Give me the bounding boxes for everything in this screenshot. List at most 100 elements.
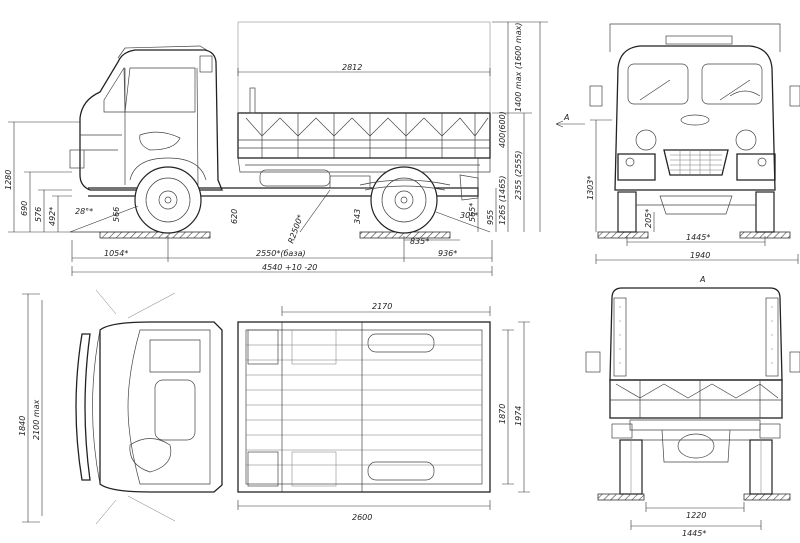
- ground-hatch-rear-left: [597, 493, 645, 501]
- ground-hatch-front: [99, 231, 211, 239]
- front-mirror-left: [589, 85, 603, 107]
- dim-text-343: 343: [353, 209, 362, 224]
- front-steering: [729, 90, 761, 97]
- top-bed-inner: [245, 329, 483, 485]
- top-wheel-arch-right: [367, 461, 435, 481]
- hood-line: [80, 134, 122, 151]
- top-bed-planks: [246, 344, 482, 466]
- dim-4540: [71, 266, 493, 276]
- front-wheel: [129, 157, 207, 234]
- bed-front-post: [249, 87, 256, 114]
- top-bed-outline: [237, 321, 491, 493]
- departure-angle-line: [435, 211, 491, 233]
- front-cab-outline: [614, 45, 776, 191]
- dim-text-690: 690: [20, 201, 29, 216]
- dim-front-1303: [590, 119, 612, 232]
- view-arrow-label: A: [563, 113, 569, 122]
- cab-door-detail: [139, 131, 181, 151]
- dim-text-2100: 2100 max: [32, 399, 41, 440]
- top-bed-cross: [281, 322, 363, 492]
- fuel-tank: [259, 169, 331, 187]
- rear-tent-post-left: [613, 297, 627, 377]
- fog-light-left: [625, 157, 635, 167]
- dim-text-1054: 1054*: [104, 249, 128, 258]
- front-tent: [609, 23, 781, 52]
- dim-vert-right: [477, 21, 548, 232]
- dim-text-1220: 1220: [686, 511, 706, 520]
- dim-text-1445-rear: 1445*: [682, 529, 706, 538]
- front-wipers: [639, 79, 751, 101]
- roof-rack: [665, 35, 733, 45]
- side-view: A 2812 1054* 2550*(база) 936* 4540 +10 -…: [4, 21, 585, 276]
- rear-tailgate-ropes: [610, 380, 782, 418]
- top-cab-roof: [127, 329, 211, 485]
- bed-tent-ropes: [245, 117, 489, 137]
- dim-2812: [237, 68, 491, 76]
- top-wheel-arch-left: [367, 333, 435, 353]
- dim-rear-1220: [645, 502, 745, 512]
- dim-text-566: 566: [112, 207, 121, 222]
- dim-text-2812: 2812: [342, 63, 362, 72]
- front-bumper: [69, 149, 85, 169]
- dim-top-1974: [518, 321, 530, 493]
- dim-top-2600: [237, 500, 491, 510]
- dim-front-1445: [626, 236, 766, 246]
- rear-mirror-right: [789, 351, 800, 373]
- top-bench-right: [291, 451, 337, 487]
- dim-text-28: 28°*: [75, 207, 93, 216]
- dim-text-620: 620: [230, 209, 239, 224]
- dim-text-1400: 1400 max (1600 max): [514, 23, 523, 112]
- rear-view-label: A: [699, 275, 705, 284]
- dim-text-1303: 1303*: [586, 176, 595, 200]
- dim-text-400: 400(600): [498, 111, 507, 148]
- dim-vert-left: [8, 121, 100, 233]
- dim-text-2355: 2355 (2555): [514, 150, 523, 200]
- front-view: 1303* 205* 1445* 1940: [586, 23, 800, 264]
- front-grille: [663, 149, 729, 176]
- rear-light-right: [759, 423, 781, 439]
- cab-window: [124, 67, 196, 113]
- dim-text-835: 835*: [410, 237, 429, 246]
- dim-text-1840: 1840: [18, 416, 27, 436]
- rear-light-left: [611, 423, 633, 439]
- rear-spring: [359, 179, 451, 191]
- cab-door: [124, 67, 199, 186]
- rear-axle-assembly: [629, 419, 761, 463]
- rear-tent-post-right: [765, 297, 779, 377]
- rear-tent-post-dots: [619, 306, 773, 364]
- top-toolbox-left: [247, 329, 279, 365]
- cab-roof: [117, 45, 211, 59]
- top-toolbox-right: [247, 451, 279, 487]
- fog-light-right: [757, 157, 767, 167]
- top-mirror-lines: [95, 289, 176, 525]
- dim-text-4540: 4540 +10 -20: [262, 263, 317, 272]
- dim-text-1445-front: 1445*: [686, 233, 710, 242]
- front-grille-mesh: [670, 150, 722, 175]
- dim-front-1940: [595, 254, 799, 264]
- front-mirror-right: [789, 85, 800, 107]
- front-wheel-left: [617, 191, 637, 233]
- dim-top-1840: [22, 293, 40, 523]
- dim-text-2550: 2550*(база): [256, 249, 306, 258]
- front-wheel-right: [755, 191, 775, 233]
- front-bumper-bar: [617, 153, 776, 181]
- top-seat: [149, 339, 201, 373]
- dim-text-576: 576: [34, 207, 43, 222]
- top-spare-wheel: [129, 438, 172, 473]
- dim-1054-2550-936: [71, 236, 493, 262]
- dim-text-205: 205*: [644, 209, 653, 228]
- tent-silhouette: [237, 21, 491, 113]
- top-cab-hatch: [154, 379, 196, 441]
- view-arrow-side: [555, 120, 585, 128]
- top-cab-outline: [99, 321, 223, 493]
- radius-line: [299, 189, 331, 233]
- rear-differential: [677, 433, 715, 459]
- rear-wheel: [370, 166, 438, 234]
- front-axle: [636, 195, 756, 215]
- rear-tailgate: [609, 379, 783, 419]
- dim-text-2170: 2170: [372, 302, 392, 311]
- dim-text-2600: 2600: [352, 513, 372, 522]
- dim-text-1280: 1280: [4, 170, 13, 190]
- approach-angle-line: [69, 205, 140, 233]
